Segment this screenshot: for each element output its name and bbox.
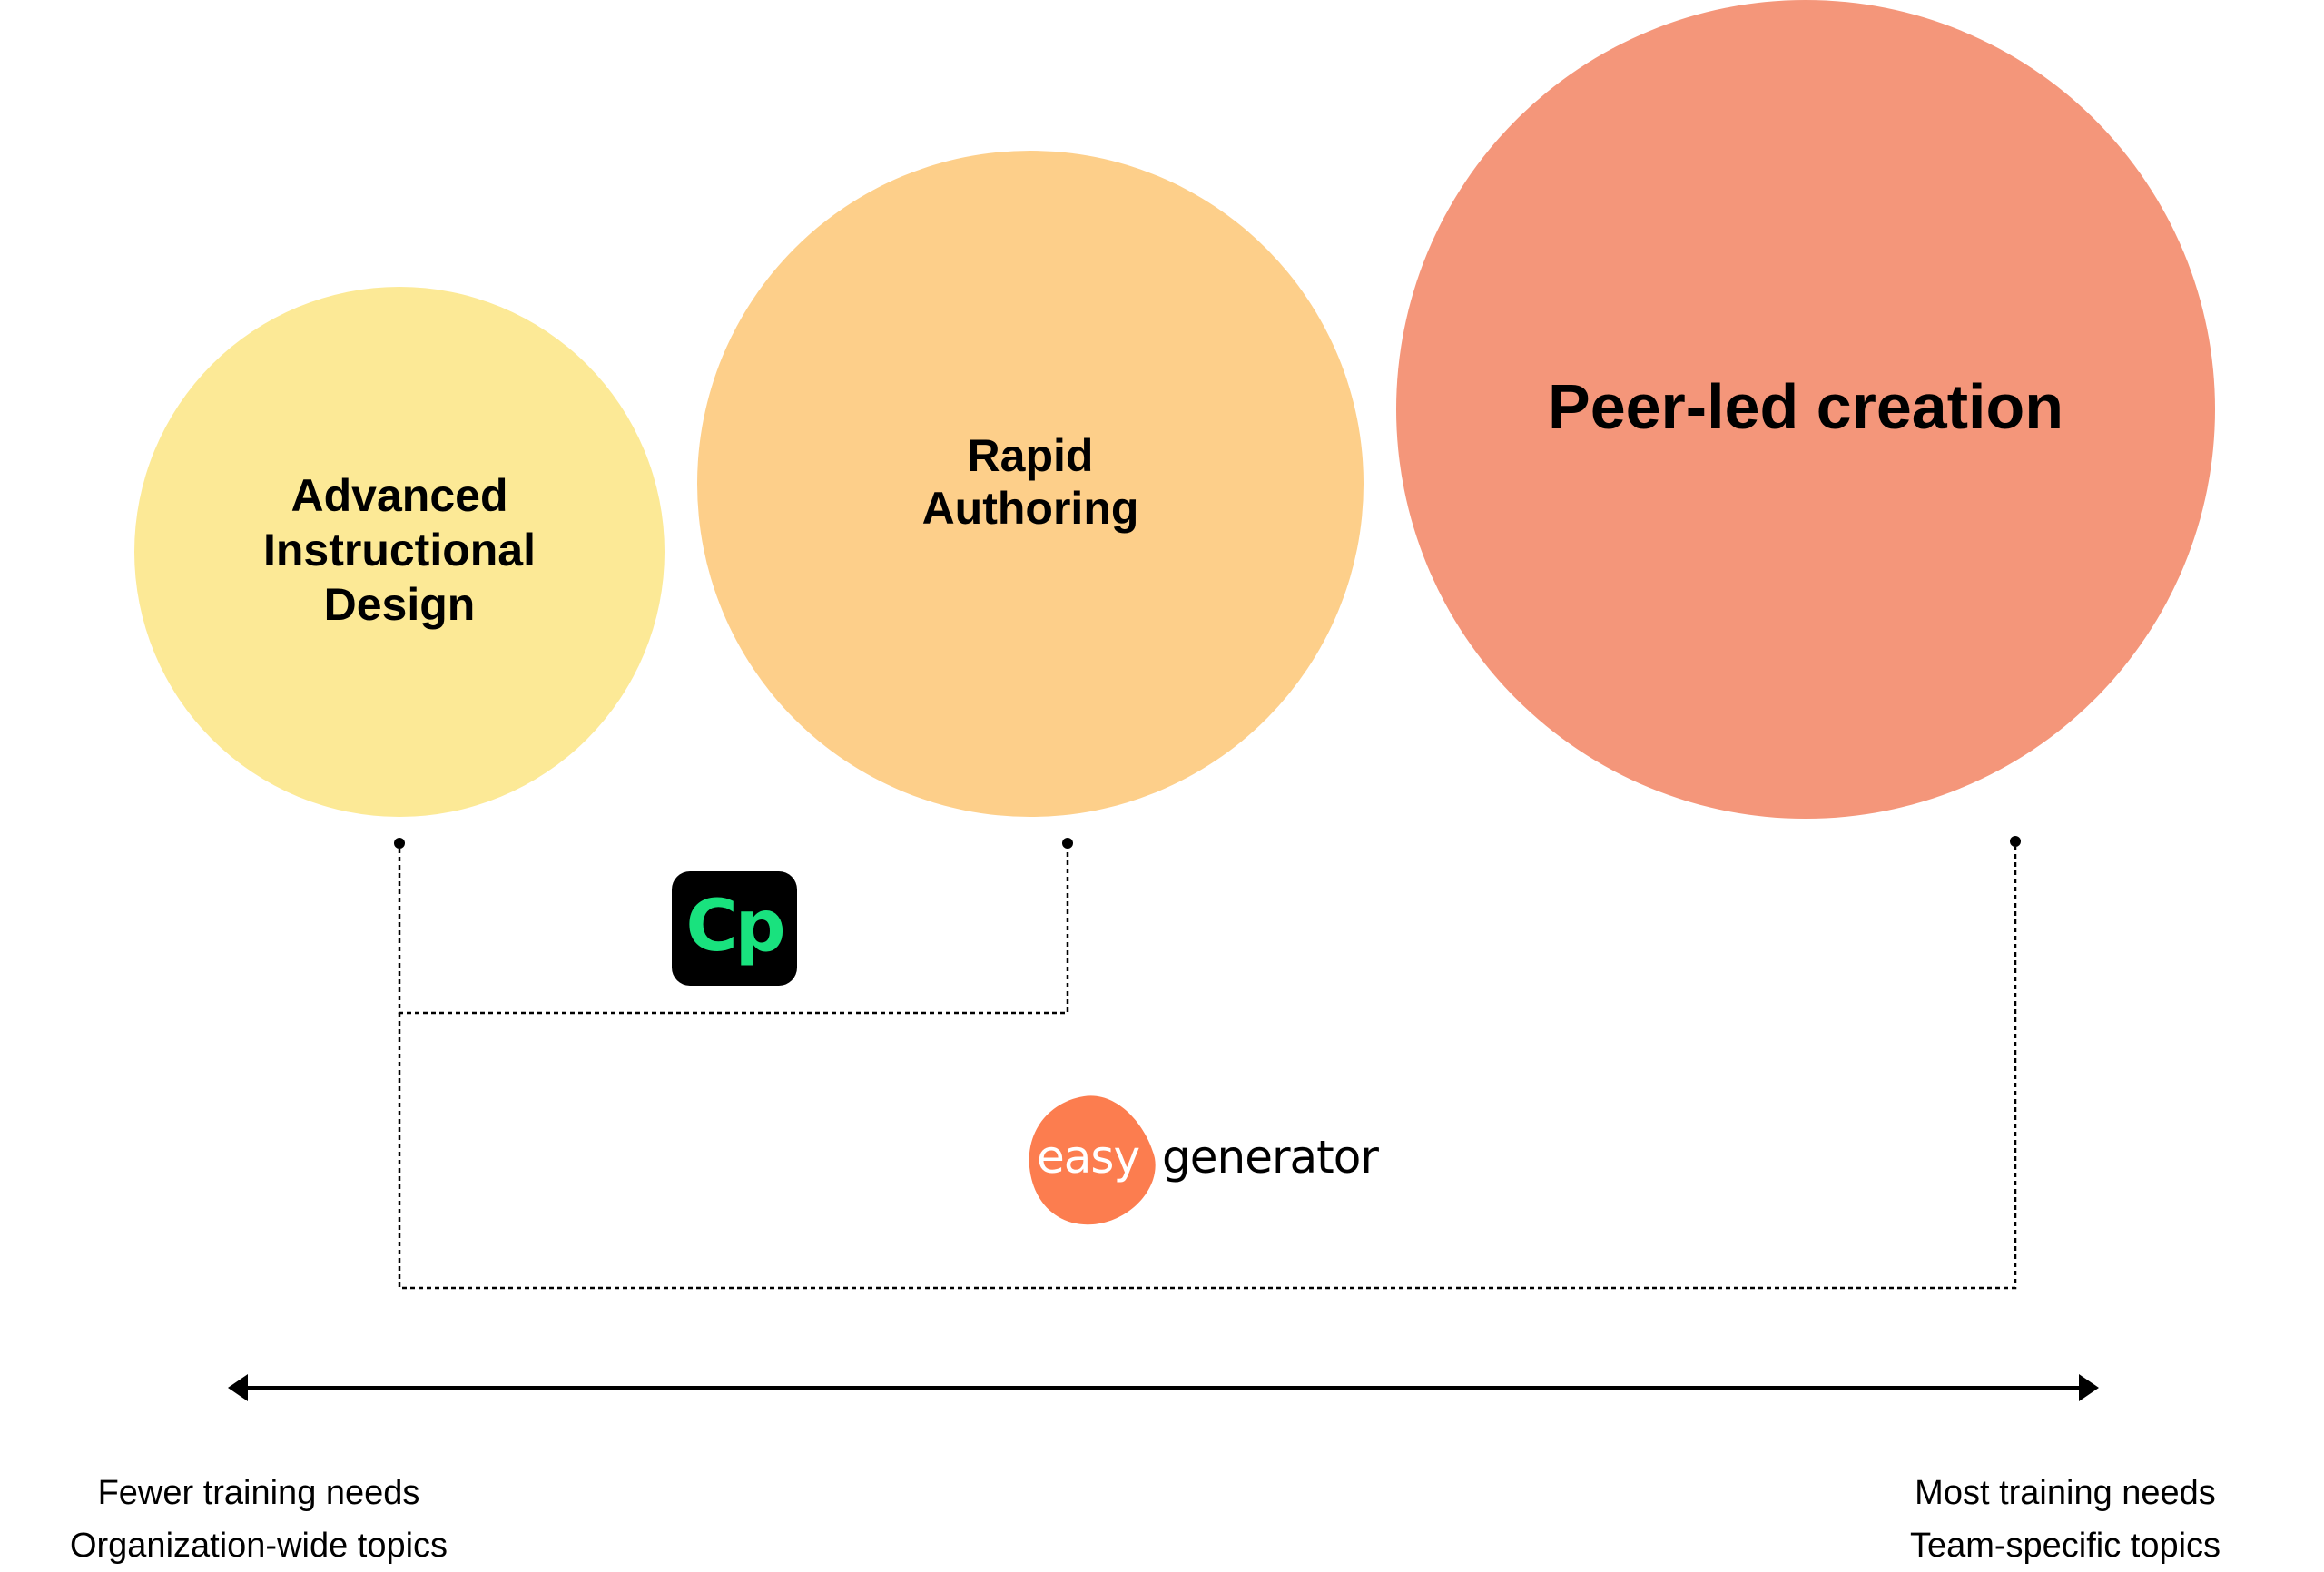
easygenerator-blob-icon [1029, 1095, 1156, 1225]
circle-label-peer-led-creation: Peer-led creation [1548, 371, 2063, 442]
arrowhead-left [228, 1374, 248, 1401]
axis-label-right: Most training needs Team-specific topics [1838, 1467, 2292, 1572]
easygenerator-generator-text: generator [1162, 1131, 1379, 1184]
axis-right-line1: Most training needs [1915, 1474, 2216, 1512]
anchor-dot-advanced [394, 838, 405, 849]
anchor-dot-rapid [1062, 838, 1073, 849]
axis-label-left: Fewer training needs Organization-wide t… [32, 1467, 486, 1572]
easygenerator-logo: easy generator [1028, 1095, 1409, 1225]
circle-rapid-authoring: Rapid Authoring [697, 151, 1364, 817]
circle-label-advanced-instructional-design: Advanced Instructional Design [262, 470, 537, 630]
circle-peer-led-creation: Peer-led creation [1396, 0, 2215, 819]
axis-left-line1: Fewer training needs [97, 1474, 420, 1512]
arrowhead-right [2079, 1374, 2099, 1401]
anchor-dot-peer [2010, 836, 2021, 847]
circle-label-rapid-authoring: Rapid Authoring [921, 430, 1139, 534]
captivate-logo: Cp [672, 871, 797, 986]
easygenerator-easy-text: easy [1037, 1131, 1140, 1184]
axis-left-line2: Organization-wide topics [69, 1527, 448, 1565]
axis-arrow [228, 1374, 2099, 1401]
axis-right-line2: Team-specific topics [1909, 1527, 2221, 1565]
circle-advanced-instructional-design: Advanced Instructional Design [134, 287, 665, 817]
captivate-logo-text: Cp [685, 886, 785, 968]
